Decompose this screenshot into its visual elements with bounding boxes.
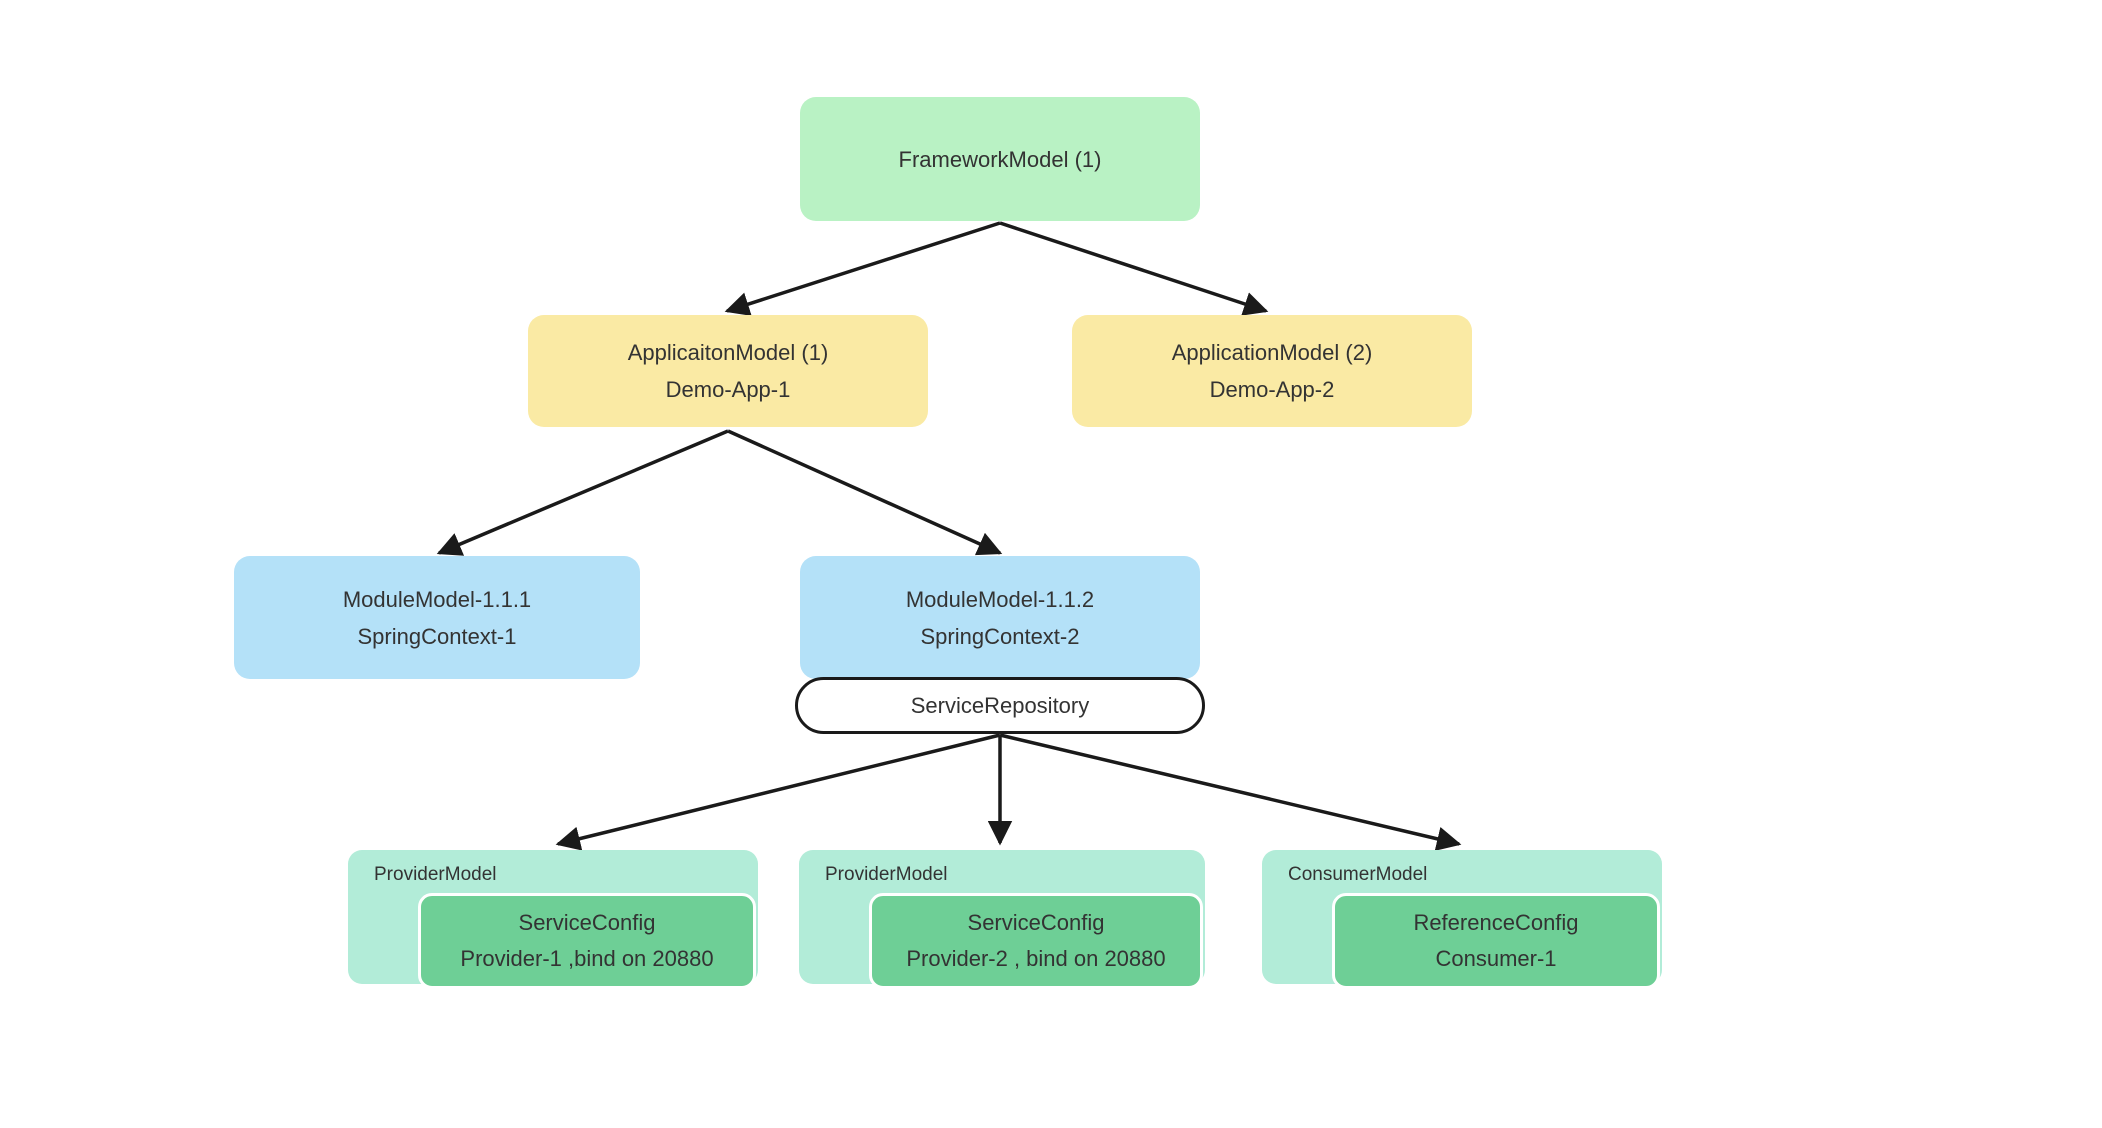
consumer-model-container: ConsumerModel ReferenceConfig Consumer-1 [1262, 850, 1662, 989]
reference-config-consumer-1-detail: Consumer-1 [1435, 946, 1557, 971]
reference-config-consumer-1: ReferenceConfig Consumer-1 [1332, 893, 1660, 989]
node-module-model-1-1-2: ModuleModel-1.1.2 SpringContext-2 [800, 556, 1200, 679]
module-model-1-1-1-sublabel: SpringContext-1 [357, 623, 517, 649]
consumer-model-label: ConsumerModel [1288, 864, 1428, 885]
node-application-model-2: ApplicationModel (2) Demo-App-2 [1072, 315, 1472, 427]
service-config-provider-2-detail: Provider-2 , bind on 20880 [906, 946, 1166, 971]
node-framework-model: FrameworkModel (1) [800, 97, 1200, 221]
node-module-model-1-1-1: ModuleModel-1.1.1 SpringContext-1 [234, 556, 640, 679]
arrow-app1-to-module1 [436, 429, 729, 556]
application-model-1-label: ApplicaitonModel (1) [627, 340, 829, 365]
reference-config-consumer-1-title: ReferenceConfig [1413, 910, 1579, 935]
application-model-2-label: ApplicationModel (2) [1171, 340, 1373, 365]
module-model-1-1-1-label: ModuleModel-1.1.1 [342, 586, 532, 612]
arrow-repository-to-provider1 [555, 733, 1001, 851]
provider-model-2-container: ProviderModel ServiceConfig Provider-2 ,… [799, 850, 1205, 989]
service-config-provider-2: ServiceConfig Provider-2 , bind on 20880 [869, 893, 1203, 989]
node-application-model-1: ApplicaitonModel (1) Demo-App-1 [528, 315, 928, 427]
service-config-provider-1-title: ServiceConfig [518, 910, 656, 935]
service-config-provider-2-title: ServiceConfig [967, 910, 1105, 935]
application-model-1-sublabel: Demo-App-1 [665, 377, 791, 402]
application-model-2-sublabel: Demo-App-2 [1209, 377, 1335, 402]
service-config-provider-1: ServiceConfig Provider-1 ,bind on 20880 [418, 893, 756, 989]
provider-model-2-label: ProviderModel [825, 864, 948, 885]
framework-model-label: FrameworkModel (1) [898, 146, 1102, 172]
module-model-1-1-2-sublabel: SpringContext-2 [920, 623, 1080, 649]
arrow-repository-to-consumer1 [999, 733, 1462, 851]
service-config-provider-1-detail: Provider-1 ,bind on 20880 [460, 946, 714, 971]
provider-model-1-container: ProviderModel ServiceConfig Provider-1 ,… [348, 850, 758, 989]
service-repository-pill: ServiceRepository [795, 677, 1205, 734]
service-repository-label: ServiceRepository [910, 692, 1090, 718]
arrow-framework-to-app1 [724, 221, 1001, 316]
arrow-app1-to-module2 [727, 429, 1003, 556]
provider-model-1-label: ProviderModel [374, 864, 497, 885]
arrow-framework-to-app2 [999, 221, 1269, 316]
module-model-1-1-2-label: ModuleModel-1.1.2 [905, 586, 1095, 612]
